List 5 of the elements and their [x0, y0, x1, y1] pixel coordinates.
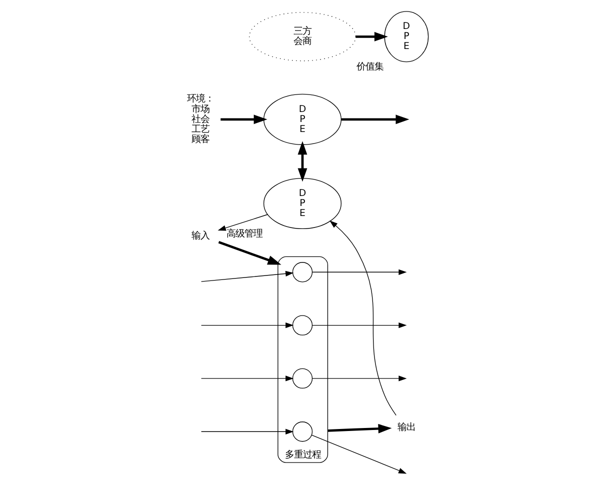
node-label: 高级管理 — [226, 228, 262, 240]
node-text: 输出 — [397, 422, 416, 434]
node-text: 环境： 市场 社会 工艺 顾客 — [187, 94, 214, 146]
node-label: 价值集 — [356, 61, 384, 72]
node-text: 输入 — [192, 230, 210, 242]
